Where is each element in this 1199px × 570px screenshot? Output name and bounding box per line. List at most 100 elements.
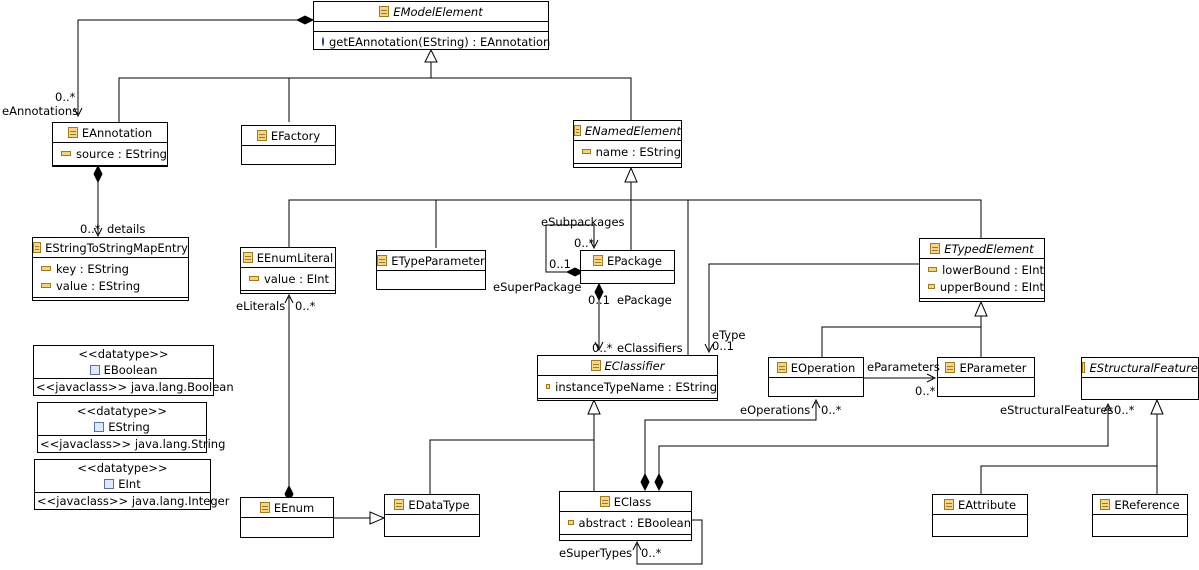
class-header: EParameter — [938, 358, 1034, 378]
class-icon — [394, 499, 405, 510]
nav-arrowhead — [704, 343, 714, 354]
inheritance-line-emodelelement — [118, 77, 632, 122]
class-header: EFactory — [242, 126, 335, 146]
attributes-compartment: instanceTypeName : EString — [538, 376, 717, 399]
class-icon — [776, 362, 787, 373]
javaclass-label: <<javaclass>> java.lang.String — [38, 435, 226, 451]
class-eclass[interactable]: EClass abstract : EBoolean — [559, 491, 692, 541]
class-eattribute[interactable]: EAttribute — [932, 494, 1028, 537]
datatype-eint[interactable]: <<datatype>> EInt <<javaclass>> java.lan… — [34, 459, 229, 510]
etype-multiplicity: 0..1 — [712, 339, 734, 353]
eliterals-role: eLiterals — [236, 299, 286, 313]
class-icon — [930, 243, 941, 254]
esuperpackage-multiplicity: 0..1 — [549, 257, 571, 271]
nav-arrowhead — [93, 227, 103, 238]
estructuralfeatures-role: eStructuralFeatures — [1000, 403, 1114, 417]
class-etypedelement[interactable]: ETypedElement lowerBound : EInt upperBou… — [919, 238, 1045, 302]
class-eparameter[interactable]: EParameter — [937, 357, 1035, 397]
attributes-compartment — [933, 515, 1027, 524]
nav-arrowhead — [1103, 402, 1113, 413]
inheritance-arrowhead — [424, 48, 438, 63]
javaclass-label: <<javaclass>> java.lang.Boolean — [34, 378, 234, 394]
class-name: EParameter — [959, 360, 1027, 375]
eparameters-multiplicity: 0..* — [915, 384, 936, 398]
class-icon — [379, 6, 390, 17]
operations-compartment — [560, 535, 691, 541]
class-icon — [67, 127, 78, 138]
eannotations-role: eAnnotations — [2, 104, 79, 118]
class-name: EOperation — [790, 360, 856, 375]
class-ereference[interactable]: EReference — [1092, 494, 1188, 537]
inheritance-arrowhead — [974, 300, 988, 317]
class-icon — [593, 255, 604, 266]
attribute-icon — [249, 276, 259, 281]
class-enamedelement[interactable]: ENamedElement name : EString — [573, 120, 682, 168]
assoc-estructuralfeatures — [658, 406, 1109, 481]
class-name: ETypedElement — [944, 241, 1034, 256]
inheritance-line-eclassifier — [429, 414, 595, 497]
attribute-label: source : EString — [76, 146, 167, 161]
class-epackage[interactable]: EPackage — [580, 250, 675, 284]
class-estringtostringmapentry[interactable]: EStringToStringMapEntry key : EString va… — [32, 237, 189, 301]
estructuralfeatures-multiplicity: 0..* — [1114, 403, 1135, 417]
attribute-icon — [61, 151, 71, 156]
attributes-compartment: abstract : EBoolean — [560, 512, 691, 535]
class-eclassifier[interactable]: EClassifier instanceTypeName : EString — [537, 355, 718, 401]
class-name: EAnnotation — [81, 125, 153, 140]
class-header: ENamedElement — [574, 121, 681, 141]
stereotype-label: <<datatype>> — [78, 347, 169, 361]
nav-arrowhead — [811, 398, 821, 409]
class-header: EReference — [1093, 495, 1187, 515]
class-eoperation[interactable]: EOperation — [768, 357, 864, 397]
operations-compartment — [241, 291, 335, 296]
class-edatatype[interactable]: EDataType — [384, 494, 480, 537]
class-efactory[interactable]: EFactory — [241, 125, 336, 165]
attributes-compartment — [1082, 378, 1198, 387]
composition-diamond — [295, 15, 315, 25]
class-icon — [945, 362, 956, 373]
attributes-compartment — [938, 378, 1034, 387]
operation-icon — [322, 37, 324, 46]
attributes-compartment — [241, 518, 333, 527]
class-estructuralfeature[interactable]: EStructuralFeature — [1081, 357, 1199, 400]
datatype-icon — [89, 365, 100, 375]
nav-arrowhead — [73, 107, 83, 118]
eparameters-role: eParameters — [867, 360, 940, 374]
datatype-icon — [104, 479, 115, 489]
class-icon — [590, 360, 601, 371]
stereotype-label: <<datatype>> — [77, 461, 168, 475]
inheritance-line-etypedelement — [821, 316, 982, 357]
epackage-role: ePackage — [617, 293, 672, 307]
assoc-eannotations — [77, 19, 311, 114]
class-header: EStructuralFeature — [1082, 358, 1198, 378]
attributes-compartment — [1093, 515, 1187, 524]
attributes-compartment: name : EString — [574, 141, 681, 164]
class-icon — [1100, 499, 1111, 510]
class-eenumliteral[interactable]: EEnumLiteral value : EInt — [240, 247, 336, 294]
datatype-name: EString — [108, 420, 150, 434]
class-name: EEnum — [273, 500, 315, 515]
datatype-estring[interactable]: <<datatype>> EString <<javaclass>> java.… — [37, 402, 226, 453]
attribute-icon — [546, 384, 551, 389]
class-icon — [574, 125, 581, 136]
composition-diamond — [640, 472, 650, 492]
esuperpackage-role: eSuperPackage — [493, 280, 582, 294]
attributes-compartment: value : EInt — [241, 268, 335, 291]
class-header: ETypeParameter — [377, 251, 485, 271]
composition-diamond — [654, 472, 664, 492]
attributes-compartment — [581, 271, 674, 280]
attribute-label: name : EString — [595, 144, 681, 159]
details-role: details — [107, 222, 146, 236]
class-header: EPackage — [581, 251, 674, 271]
class-icon — [943, 499, 954, 510]
class-eenum[interactable]: EEnum — [240, 497, 334, 538]
class-emodelelement[interactable]: EModelElement getEAnnotation(EString) : … — [313, 1, 550, 50]
class-eannotation[interactable]: EAnnotation source : EString — [52, 122, 168, 167]
datatype-eboolean[interactable]: <<datatype>> EBoolean <<javaclass>> java… — [33, 345, 234, 396]
attribute-label: value : EInt — [264, 271, 330, 286]
attribute-icon — [41, 266, 51, 271]
class-etypeparameter[interactable]: ETypeParameter — [376, 250, 486, 290]
nav-arrowhead — [594, 341, 604, 352]
class-header: EDataType — [385, 495, 479, 515]
class-name: EPackage — [607, 253, 662, 268]
